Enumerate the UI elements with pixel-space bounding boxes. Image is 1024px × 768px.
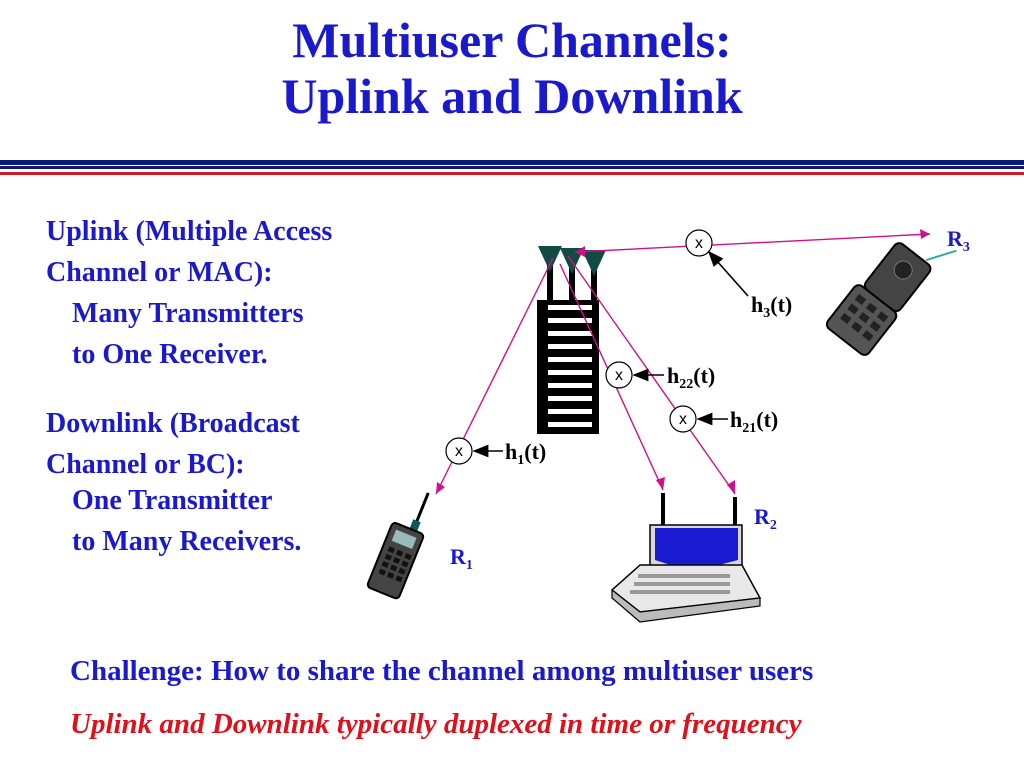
label-h22: h22(t) [667,363,715,392]
handheld-radio-icon [366,492,430,600]
multiplier-h21: x [669,405,697,433]
svg-text:x: x [679,411,687,428]
svg-text:x: x [615,367,623,384]
uplink-detail-line-1: Many Transmitters [72,298,304,329]
uplink-detail-line-2: to One Receiver. [72,339,268,370]
uplink-heading-line-2: Channel or MAC): [46,257,273,288]
downlink-detail-line-1: One Transmitter [72,485,273,516]
label-r2: R2 [754,504,777,533]
slide-title: Multiuser Channels: Uplink and Downlink [0,12,1024,124]
downlink-heading-line-2: Channel or BC): [46,449,245,480]
uplink-heading-line-1: Uplink (Multiple Access [46,216,333,247]
pointer-h3 [707,250,749,297]
arrowhead-r1 [436,482,445,494]
label-h21: h21(t) [730,407,778,436]
title-rule-navy-thick [0,160,1024,165]
multiplier-h3: x [685,229,713,257]
label-r1: R1 [450,544,473,573]
svg-text:x: x [695,235,703,252]
label-h3: h3(t) [751,292,792,321]
multiplier-h1: x [445,437,473,465]
title-line-2: Uplink and Downlink [281,68,743,124]
link-r3 [574,233,931,253]
arrowhead-r3 [920,229,930,239]
label-h1: h1(t) [505,439,546,468]
duplex-note: Uplink and Downlink typically duplexed i… [70,708,802,740]
arrowhead-r2-left [656,477,665,490]
laptop-icon [610,493,762,623]
base-station-icon [537,246,606,434]
multiplier-h22: x [605,361,633,389]
label-r3: R3 [947,226,970,255]
arrowhead-tower [575,246,585,257]
title-line-1: Multiuser Channels: [292,12,732,68]
flip-phone-icon [825,242,957,356]
arrowhead-r2-right [727,480,735,494]
downlink-heading-line-1: Downlink (Broadcast [46,408,300,439]
downlink-detail-line-2: to Many Receivers. [72,526,302,557]
title-rule-red [0,172,1024,175]
title-rule-navy-thin [0,166,1024,169]
challenge-text: Challenge: How to share the channel amon… [70,655,814,687]
svg-text:x: x [455,443,463,460]
